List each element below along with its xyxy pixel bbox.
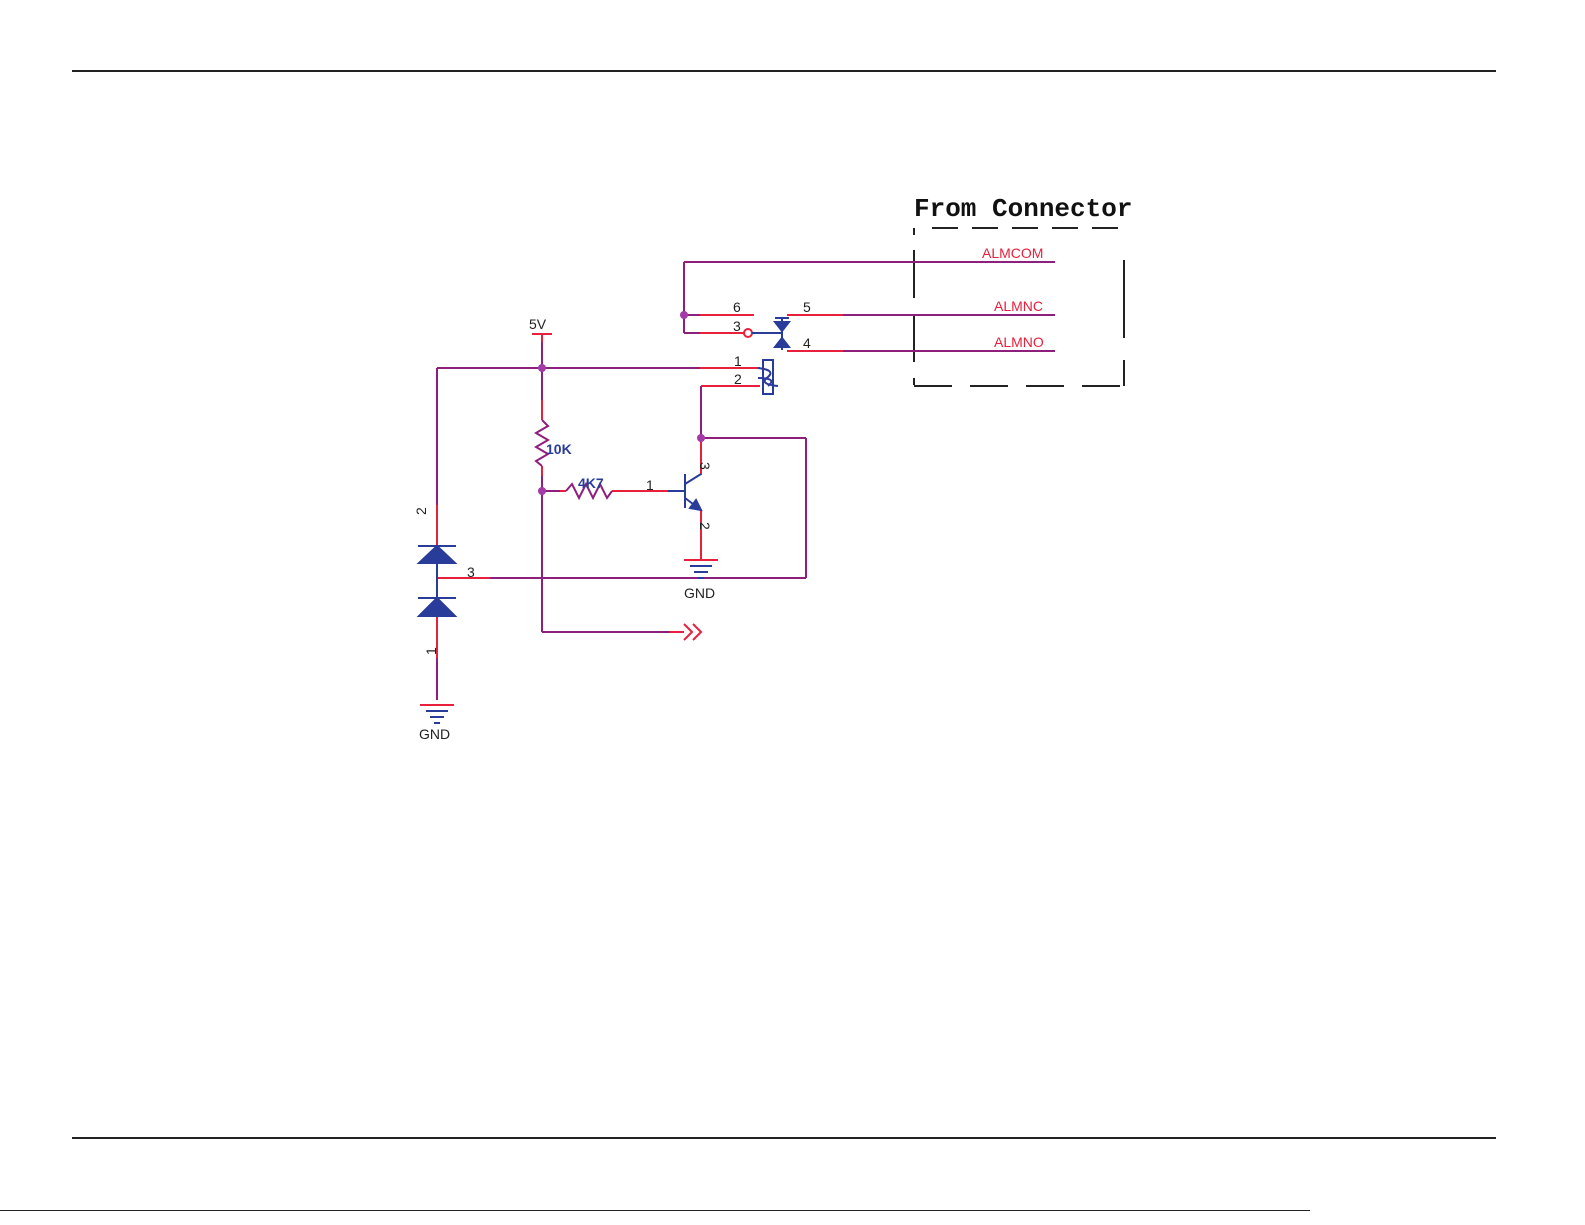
resistor-4k7-label: 4K7: [578, 475, 604, 491]
relay-pin-6: 6: [733, 299, 741, 315]
diode-pin-3: 3: [467, 564, 475, 580]
coil-pin-1: 1: [734, 353, 742, 369]
junction-dots: [538, 311, 705, 495]
net-label-almcom: ALMCOM: [982, 245, 1043, 261]
net-label-gnd-left: GND: [419, 726, 450, 742]
net-label-gnd-transistor: GND: [684, 585, 715, 601]
transistor-pin-emitter: 2: [697, 522, 713, 530]
connector-title: From Connector: [914, 194, 1132, 224]
diode-pin-2: 2: [413, 507, 429, 515]
relay-pin-3: 3: [733, 318, 741, 334]
coil-pin-2: 2: [734, 371, 742, 387]
net-label-5v: 5V: [529, 316, 547, 332]
resistor-10k-label: 10K: [546, 441, 572, 457]
pin-stubs: [420, 315, 843, 705]
diode-pin-1: 1: [423, 647, 439, 655]
relay-coil-symbol: [758, 360, 778, 394]
transistor-pin-collector: 3: [697, 462, 713, 470]
net-label-almno: ALMNO: [994, 334, 1044, 350]
relay-pin-4: 4: [803, 335, 811, 351]
offpage-connector-symbol: [684, 624, 701, 640]
npn-transistor-symbol: [668, 474, 701, 510]
gnd-symbol-transistor: [690, 566, 712, 578]
relay-pin-5: 5: [803, 299, 811, 315]
gnd-symbol-left: [426, 711, 448, 723]
dual-diode-symbol: [418, 546, 456, 616]
net-label-almnc: ALMNC: [994, 298, 1043, 314]
transistor-pin-base: 1: [646, 477, 654, 493]
relay-contact-symbol: [744, 318, 789, 350]
